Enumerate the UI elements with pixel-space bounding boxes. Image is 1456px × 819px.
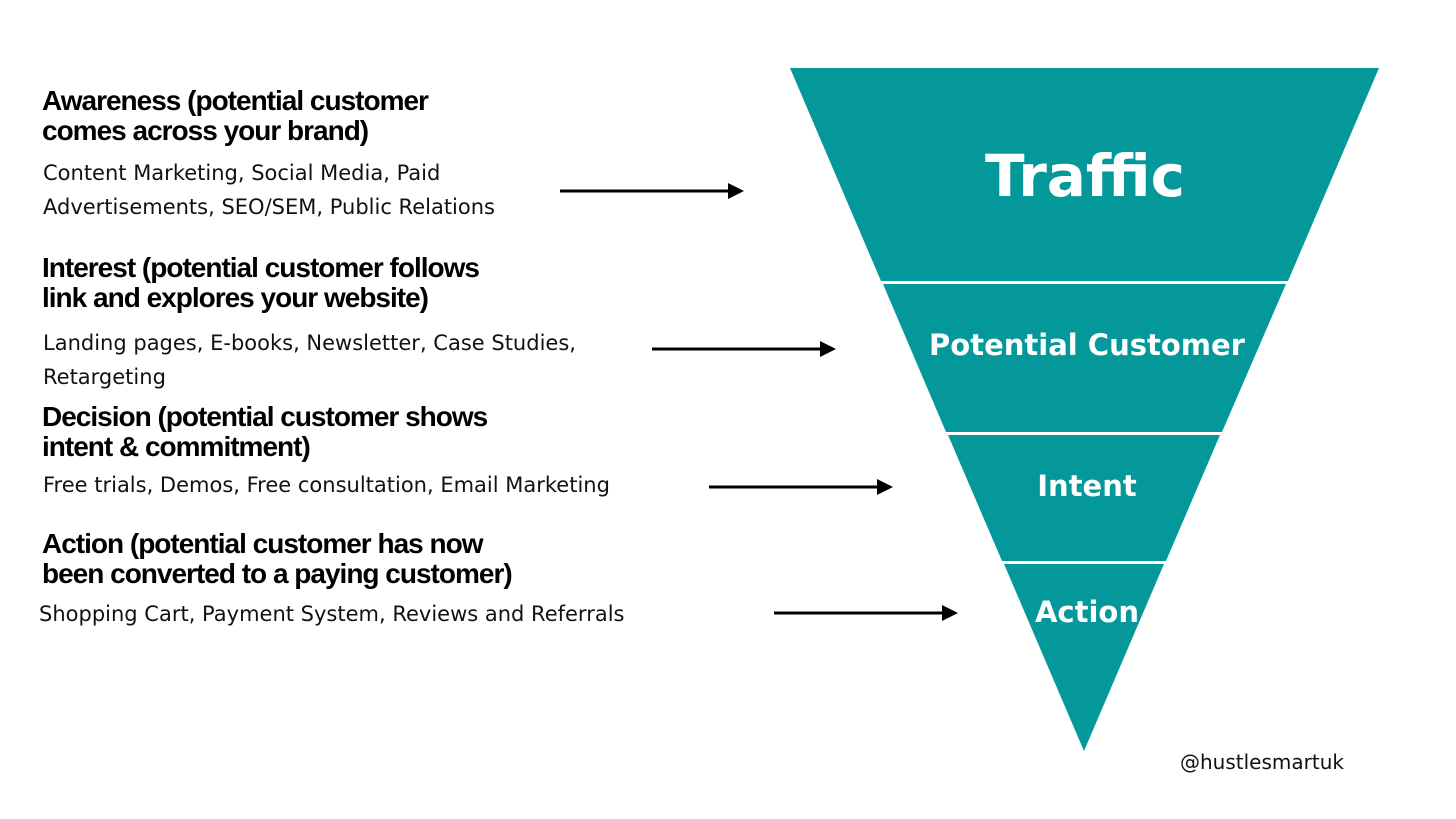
stage-decision-title: Decision (potential customer shows inten… [42, 401, 488, 462]
stage-action-title: Action (potential customer has now been … [42, 528, 513, 589]
funnel-level-potential-customer [883, 284, 1286, 432]
stage-interest-title: Interest (potential customer follows lin… [42, 252, 480, 313]
funnel-label-action: Action [1034, 595, 1140, 629]
stage-interest-description: Landing pages, E-books, Newsletter, Case… [43, 331, 576, 389]
stage-decision-description: Free trials, Demos, Free consultation, E… [43, 473, 610, 497]
arrow-action-to-action [774, 605, 958, 621]
stage-action-description: Shopping Cart, Payment System, Reviews a… [39, 602, 625, 626]
stage-awareness-title: Awareness (potential customer comes acro… [42, 85, 429, 146]
arrow-decision-to-intent [709, 479, 893, 495]
arrow-awareness-to-traffic [560, 183, 744, 199]
social-handle: @hustlesmartuk [1180, 750, 1344, 774]
funnel-label-intent: Intent [1037, 469, 1137, 503]
stage-awareness-description: Content Marketing, Social Media, Paid Ad… [43, 161, 495, 219]
arrow-interest-to-potential-customer [652, 341, 836, 357]
funnel-level-traffic [790, 68, 1379, 281]
funnel-label-potential-customer: Potential Customer [929, 328, 1245, 362]
funnel-level-intent [948, 435, 1220, 561]
funnel-level-action [1004, 564, 1164, 751]
funnel-label-traffic: Traffic [985, 142, 1185, 210]
